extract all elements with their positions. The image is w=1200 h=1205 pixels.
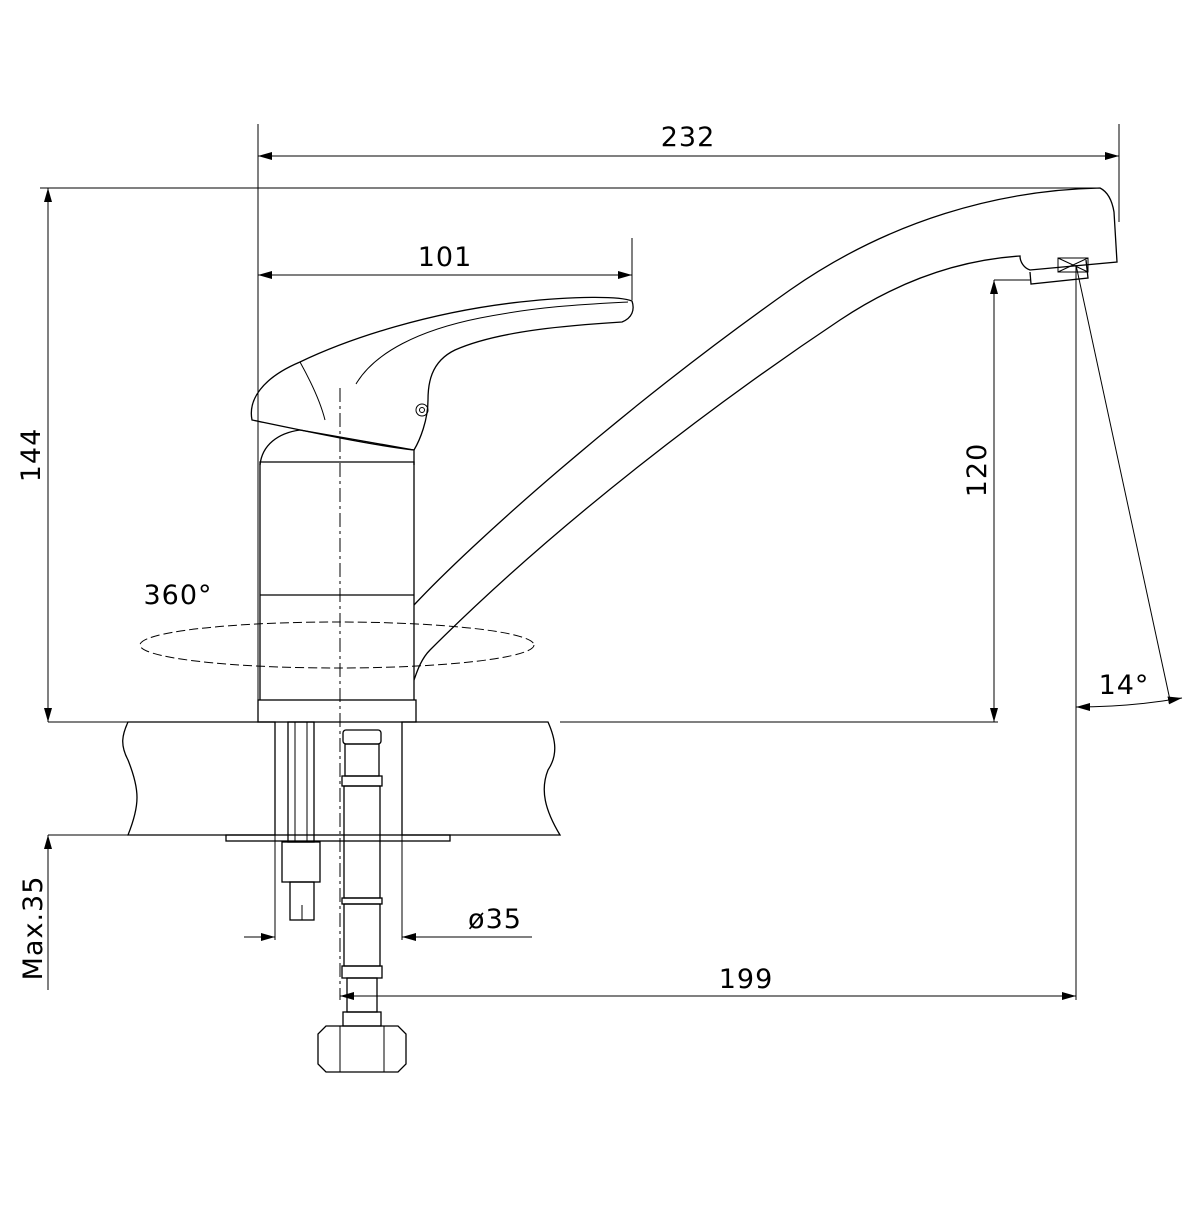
dim-hole-diameter: ø35 (468, 904, 522, 935)
hex-nut-icon (317, 1025, 407, 1073)
mounting-stud (281, 721, 321, 921)
aerator-icon (1057, 257, 1089, 273)
handle-screw-icon (415, 403, 429, 417)
body-cylinder (259, 461, 415, 700)
dim-spout-angle: 14° (1099, 670, 1150, 701)
dim-overall-height: 144 (16, 428, 47, 483)
faucet-body (250, 187, 1118, 723)
dim-spout-reach: 199 (719, 964, 774, 995)
flexible-hose (317, 729, 407, 1073)
rotation-ellipse (139, 621, 535, 669)
countertop-left-slab (122, 721, 276, 836)
dim-handle-length: 101 (418, 242, 473, 273)
dim-overall-length: 232 (661, 122, 716, 153)
handle-lever (250, 296, 634, 451)
dim-max-thickness: Max.35 (18, 876, 49, 981)
base-ring (257, 699, 417, 723)
spout (413, 187, 1118, 681)
countertop-section (48, 721, 998, 842)
dim-spout-height: 120 (962, 443, 993, 498)
mounting-plate (225, 834, 451, 842)
countertop-right-slab (401, 721, 562, 836)
dim-rotation: 360° (143, 580, 212, 611)
